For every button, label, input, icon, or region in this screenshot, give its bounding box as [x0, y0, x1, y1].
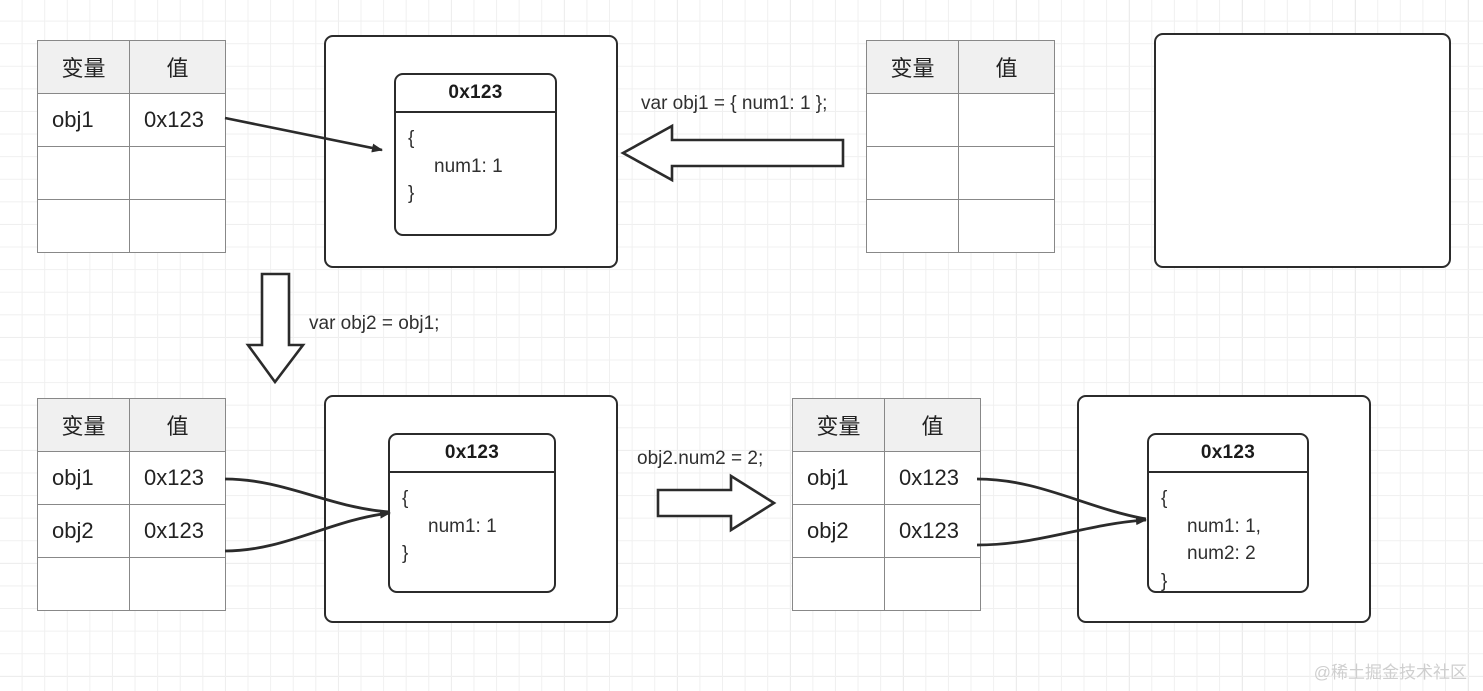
object-body-top-left: { num1: 1 }	[396, 113, 555, 234]
object-card-bottom-left: 0x123 { num1: 1 }	[388, 433, 556, 593]
column-header-variable: 变量	[37, 398, 130, 452]
column-header-value: 值	[884, 398, 981, 452]
object-properties: num1: 1, num2: 2	[1161, 513, 1307, 568]
cell-value: 0x123	[129, 93, 226, 147]
variable-table-top-left: 变量 值 obj1 0x123	[37, 40, 226, 253]
object-body-bottom-left: { num1: 1 }	[390, 473, 554, 591]
cell-variable: obj1	[792, 451, 885, 505]
cell-value	[129, 557, 226, 611]
code-label-declare-obj1: var obj1 = { num1: 1 };	[641, 93, 828, 114]
cell-variable	[37, 199, 130, 253]
object-property: num1: 1	[434, 155, 503, 177]
table-row: obj2 0x123	[37, 504, 226, 558]
table-row	[866, 146, 1055, 200]
variable-table-bottom-right: 变量 值 obj1 0x123 obj2 0x123	[792, 398, 981, 611]
table-row: obj1 0x123	[37, 93, 226, 147]
cell-value	[129, 199, 226, 253]
table-row	[37, 557, 226, 611]
object-address-bottom-right: 0x123	[1149, 435, 1307, 473]
heap-box-bottom-left: 0x123 { num1: 1 }	[324, 395, 618, 623]
cell-value: 0x123	[884, 451, 981, 505]
code-label-assign-obj2: var obj2 = obj1;	[309, 313, 440, 334]
object-address-bottom-left: 0x123	[390, 435, 554, 473]
cell-value	[958, 199, 1055, 253]
table-header-row: 变量 值	[792, 398, 981, 452]
object-open-brace: {	[402, 488, 409, 509]
cell-value	[958, 93, 1055, 147]
cell-value: 0x123	[129, 504, 226, 558]
object-card-bottom-right: 0x123 { num1: 1, num2: 2 }	[1147, 433, 1309, 593]
object-close-brace: }	[402, 543, 409, 565]
heap-box-top-right	[1154, 33, 1451, 268]
table-row	[792, 557, 981, 611]
table-row: obj1 0x123	[37, 451, 226, 505]
cell-variable	[866, 93, 959, 147]
column-header-variable: 变量	[866, 40, 959, 94]
cell-value	[884, 557, 981, 611]
column-header-value: 值	[129, 398, 226, 452]
table-row: obj1 0x123	[792, 451, 981, 505]
cell-variable	[37, 557, 130, 611]
table-row: obj2 0x123	[792, 504, 981, 558]
cell-variable	[792, 557, 885, 611]
table-header-row: 变量 值	[37, 398, 226, 452]
cell-variable: obj2	[792, 504, 885, 558]
object-properties: num1: 1	[402, 513, 554, 541]
variable-table-top-right: 变量 值	[866, 40, 1055, 253]
variable-table-bottom-left: 变量 值 obj1 0x123 obj2 0x123	[37, 398, 226, 611]
object-open-brace: {	[1161, 488, 1168, 509]
cell-variable: obj1	[37, 451, 130, 505]
object-close-brace: }	[408, 183, 415, 205]
cell-value	[958, 146, 1055, 200]
cell-value: 0x123	[884, 504, 981, 558]
watermark: @稀土掘金技术社区	[1313, 663, 1467, 682]
object-address-top-left: 0x123	[396, 75, 555, 113]
heap-box-bottom-right: 0x123 { num1: 1, num2: 2 }	[1077, 395, 1371, 623]
table-row	[37, 146, 226, 200]
column-header-value: 值	[958, 40, 1055, 94]
heap-box-top-left: 0x123 { num1: 1 }	[324, 35, 618, 268]
table-row	[866, 93, 1055, 147]
column-header-variable: 变量	[37, 40, 130, 94]
block-arrow-mutate-obj2	[656, 473, 777, 533]
block-arrow-assign-obj2	[245, 272, 306, 385]
object-card-top-left: 0x123 { num1: 1 }	[394, 73, 557, 236]
cell-value: 0x123	[129, 451, 226, 505]
cell-variable: obj2	[37, 504, 130, 558]
cell-variable	[866, 199, 959, 253]
cell-variable	[866, 146, 959, 200]
cell-variable: obj1	[37, 93, 130, 147]
object-property: num1: 1	[428, 515, 497, 537]
table-row	[866, 199, 1055, 253]
object-properties: num1: 1	[408, 153, 555, 181]
block-arrow-declare-obj1	[620, 123, 845, 183]
cell-variable	[37, 146, 130, 200]
table-row	[37, 199, 226, 253]
table-header-row: 变量 值	[866, 40, 1055, 94]
column-header-variable: 变量	[792, 398, 885, 452]
object-open-brace: {	[408, 128, 415, 149]
object-property: num1: 1,	[1187, 515, 1261, 537]
column-header-value: 值	[129, 40, 226, 94]
cell-value	[129, 146, 226, 200]
code-label-mutate-obj2: obj2.num2 = 2;	[637, 448, 764, 469]
object-body-bottom-right: { num1: 1, num2: 2 }	[1149, 473, 1307, 592]
object-close-brace: }	[1161, 570, 1168, 592]
object-property: num2: 2	[1187, 543, 1256, 565]
table-header-row: 变量 值	[37, 40, 226, 94]
